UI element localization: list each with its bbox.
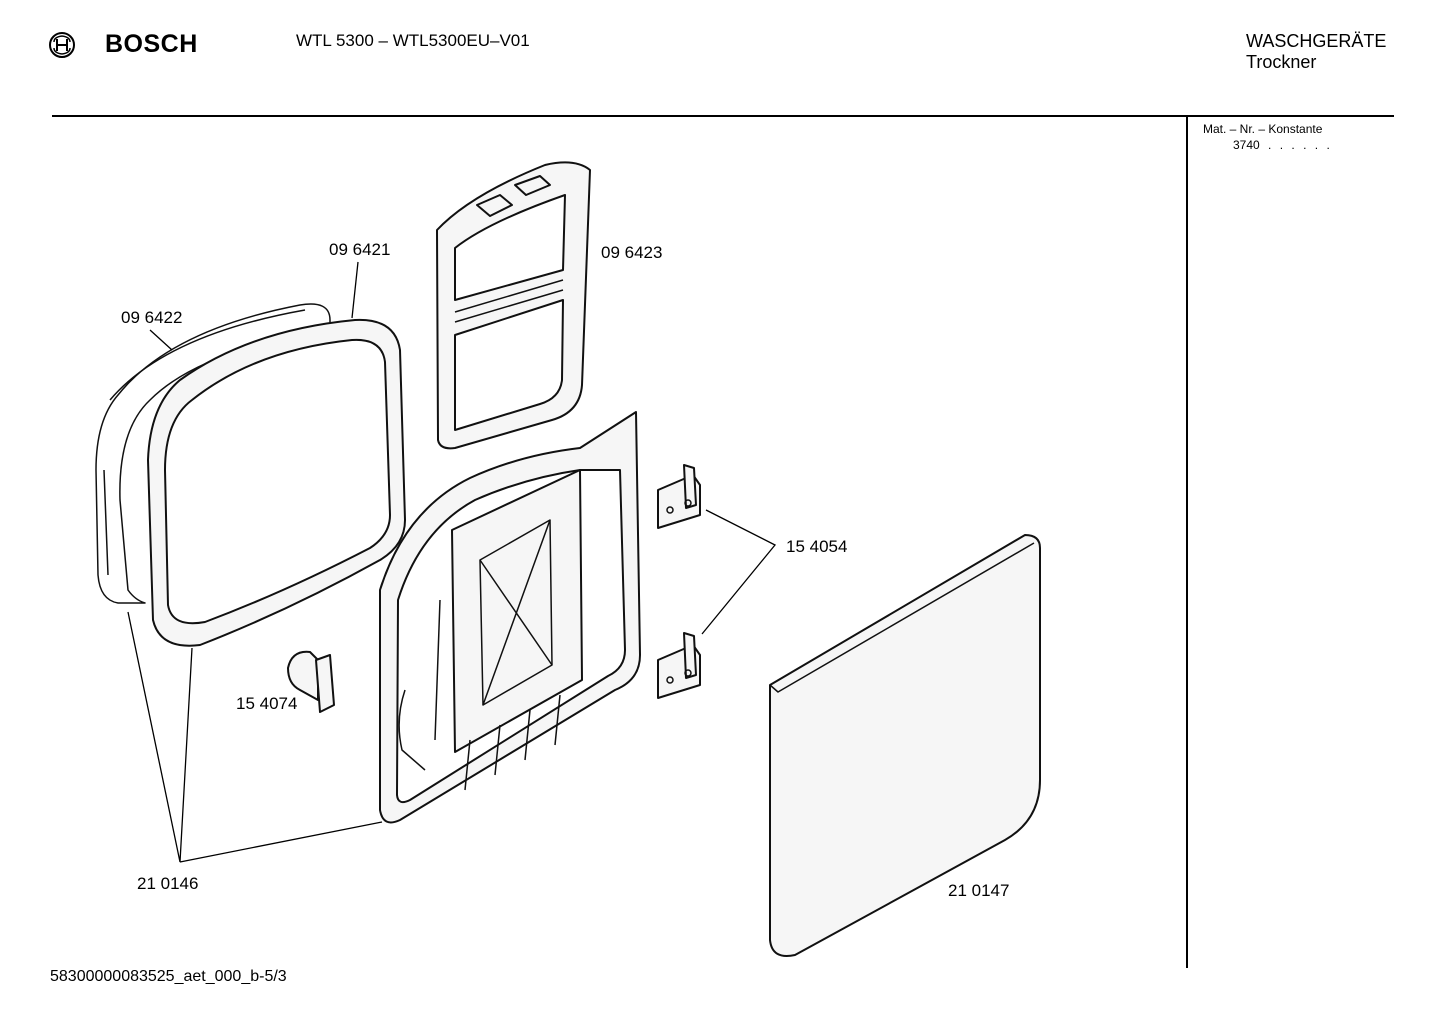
material-number-heading: Mat. – Nr. – Konstante xyxy=(1203,122,1323,136)
leader-210146 xyxy=(127,611,383,863)
material-number-values: 3740 . . . . . . xyxy=(1233,138,1335,152)
category-label: WASCHGERÄTE Trockner xyxy=(1246,31,1386,73)
header-divider xyxy=(52,115,1394,117)
lint-filter xyxy=(436,161,591,450)
outer-door-gasket xyxy=(95,303,331,604)
bosch-logo-icon xyxy=(49,32,75,58)
part-label-096422: 09 6422 xyxy=(121,308,182,327)
leader-096422 xyxy=(149,329,173,351)
door-hinge-upper xyxy=(657,464,701,529)
part-label-154074: 15 4074 xyxy=(236,694,297,713)
door-catch xyxy=(287,650,335,713)
material-number-value: 3740 xyxy=(1233,138,1260,152)
part-label-154054: 15 4054 xyxy=(786,537,847,556)
inner-door-gasket xyxy=(147,318,406,647)
material-dot: . xyxy=(1291,138,1295,152)
material-dot: . xyxy=(1268,138,1272,152)
material-dot: . xyxy=(1314,138,1319,152)
leader-154054 xyxy=(701,509,777,635)
material-dot: . xyxy=(1303,138,1307,152)
leader-096421 xyxy=(351,261,359,319)
document-footer-id: 58300000083525_aet_000_b-5/3 xyxy=(50,968,287,985)
category-line-2: Trockner xyxy=(1246,52,1317,72)
door-hinge-lower xyxy=(657,632,701,699)
part-label-096423: 09 6423 xyxy=(601,243,662,262)
side-panel-divider xyxy=(1186,117,1188,968)
inner-door-frame xyxy=(379,411,641,824)
part-label-210147: 21 0147 xyxy=(948,881,1009,900)
material-dot: . xyxy=(1279,138,1284,152)
material-dot: . xyxy=(1326,138,1330,152)
part-label-096421: 09 6421 xyxy=(329,240,390,259)
model-title: WTL 5300 – WTL5300EU–V01 xyxy=(296,31,530,50)
category-line-1: WASCHGERÄTE xyxy=(1246,31,1387,51)
door-outer-panel xyxy=(769,534,1041,957)
brand-name: BOSCH xyxy=(105,30,198,58)
part-label-210146: 21 0146 xyxy=(137,874,198,893)
